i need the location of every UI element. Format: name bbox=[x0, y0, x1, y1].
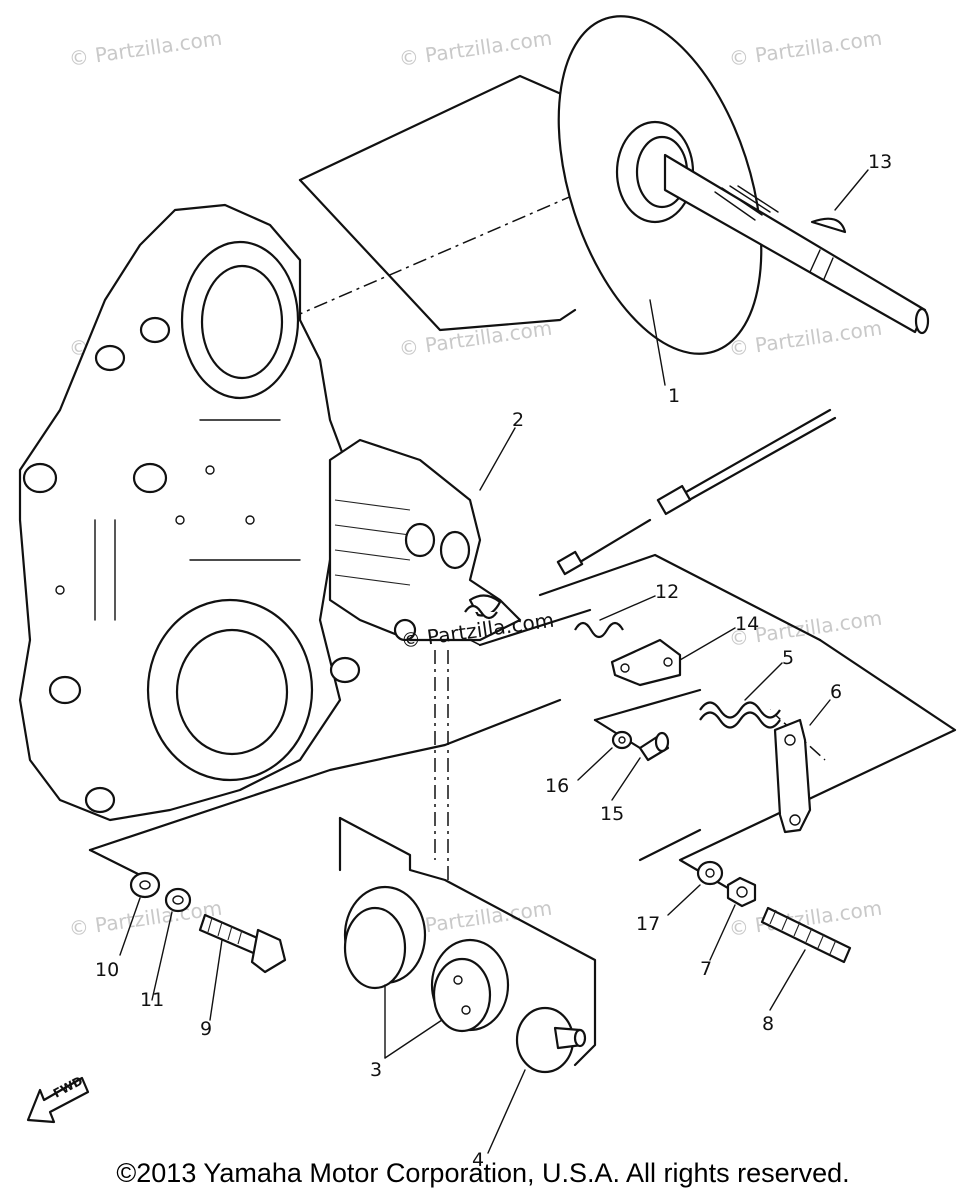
leader-lines bbox=[119, 169, 869, 1154]
watermark: © Partzilla.com bbox=[67, 896, 223, 941]
callout-1: 1 bbox=[668, 385, 680, 407]
callout-11: 11 bbox=[140, 989, 164, 1011]
washer-10 bbox=[129, 871, 161, 899]
bolt-15 bbox=[638, 731, 670, 762]
watermark: © Partzilla.com bbox=[397, 26, 553, 71]
coil-spring-5 bbox=[699, 701, 781, 729]
washer-11 bbox=[164, 887, 192, 913]
callout-13: 13 bbox=[868, 151, 892, 173]
callout-5: 5 bbox=[782, 647, 794, 669]
copyright-notice: ©2013 Yamaha Motor Corporation, U.S.A. A… bbox=[116, 1158, 850, 1188]
plunger-4 bbox=[515, 1006, 587, 1074]
callout-17: 17 bbox=[636, 913, 660, 935]
callouts: 1 2 13 12 14 5 6 16 15 17 7 8 10 11 9 3 … bbox=[95, 151, 892, 1171]
shaft-end bbox=[914, 307, 930, 335]
callout-9: 9 bbox=[200, 1018, 212, 1040]
callout-14: 14 bbox=[735, 613, 759, 635]
cover-lug bbox=[132, 462, 168, 494]
washer-17 bbox=[696, 860, 724, 886]
callout-6: 6 bbox=[830, 681, 842, 703]
fwd-arrow: FWD bbox=[26, 1074, 90, 1124]
cover-lug bbox=[84, 786, 116, 814]
cover-lug bbox=[48, 675, 82, 705]
sheave-shaft bbox=[663, 153, 927, 334]
watermark: © Partzilla.com bbox=[67, 26, 223, 71]
callout-10: 10 bbox=[95, 959, 119, 981]
cover-lug bbox=[329, 656, 361, 684]
callout-12: 12 bbox=[655, 581, 679, 603]
brake-caliper bbox=[328, 438, 522, 642]
callout-8: 8 bbox=[762, 1013, 774, 1035]
stud-8 bbox=[760, 906, 852, 964]
callout-15: 15 bbox=[600, 803, 624, 825]
lower-bearing-bore bbox=[175, 628, 289, 756]
watermark: © Partzilla.com bbox=[727, 26, 883, 71]
watermark: © Partzilla.com bbox=[727, 316, 883, 361]
crankcase-cover bbox=[18, 203, 361, 822]
nut-7 bbox=[726, 876, 757, 908]
callout-4: 4 bbox=[472, 1149, 484, 1171]
woodruff-key bbox=[810, 217, 847, 234]
upper-bearing-bore bbox=[200, 264, 284, 380]
callout-2: 2 bbox=[512, 409, 524, 431]
cover-lug bbox=[139, 316, 171, 344]
washer-16 bbox=[611, 730, 633, 750]
callout-7: 7 bbox=[700, 958, 712, 980]
cap-3b bbox=[430, 938, 510, 1033]
callout-16: 16 bbox=[545, 775, 569, 797]
bolt-9 bbox=[198, 913, 287, 974]
lever-arm-6 bbox=[773, 718, 812, 834]
callout-3: 3 bbox=[370, 1059, 382, 1081]
brake-cable bbox=[556, 408, 837, 576]
spring-12 bbox=[464, 604, 624, 639]
bracket-plate-14 bbox=[610, 638, 682, 687]
cover-lug bbox=[94, 344, 126, 372]
cover-lug bbox=[22, 462, 58, 494]
primary-sheave bbox=[557, 15, 930, 355]
cap-3a bbox=[343, 885, 427, 990]
